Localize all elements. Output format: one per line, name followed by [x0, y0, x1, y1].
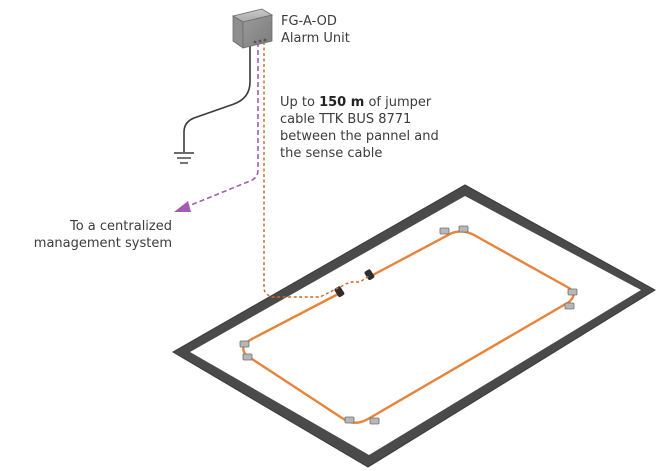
management-label: To a centralized management system — [32, 218, 172, 252]
alarm-unit-label: FG-A-OD Alarm Unit — [281, 13, 350, 47]
management-line2: management system — [33, 236, 172, 251]
cable-note-line3: between the pannel and — [280, 129, 439, 144]
jumper-cable — [263, 42, 370, 298]
fence-inner-area — [190, 196, 641, 455]
cable-note-prefix: Up to — [280, 95, 320, 110]
ground-icon — [174, 152, 194, 164]
cable-note: Up to 150 m of jumper cable TTK BUS 8771… — [280, 94, 439, 162]
management-arrow-icon — [174, 201, 191, 212]
alarm-unit-model: FG-A-OD — [281, 14, 337, 29]
alarm-unit-name: Alarm Unit — [281, 31, 350, 46]
cable-length: 150 m — [319, 95, 365, 110]
cable-note-line1: Up to 150 m of jumper — [280, 94, 439, 111]
cable-note-line4: the sense cable — [280, 146, 383, 161]
cable-note-suffix: of jumper — [364, 95, 432, 110]
management-line1: To a centralized — [69, 219, 172, 234]
mounting-clips — [239, 225, 578, 425]
ground-wire — [183, 42, 251, 152]
alarm-unit-icon — [231, 8, 274, 49]
cable-note-line2: cable TTK BUS 8771 — [280, 112, 412, 127]
management-link — [185, 42, 259, 208]
